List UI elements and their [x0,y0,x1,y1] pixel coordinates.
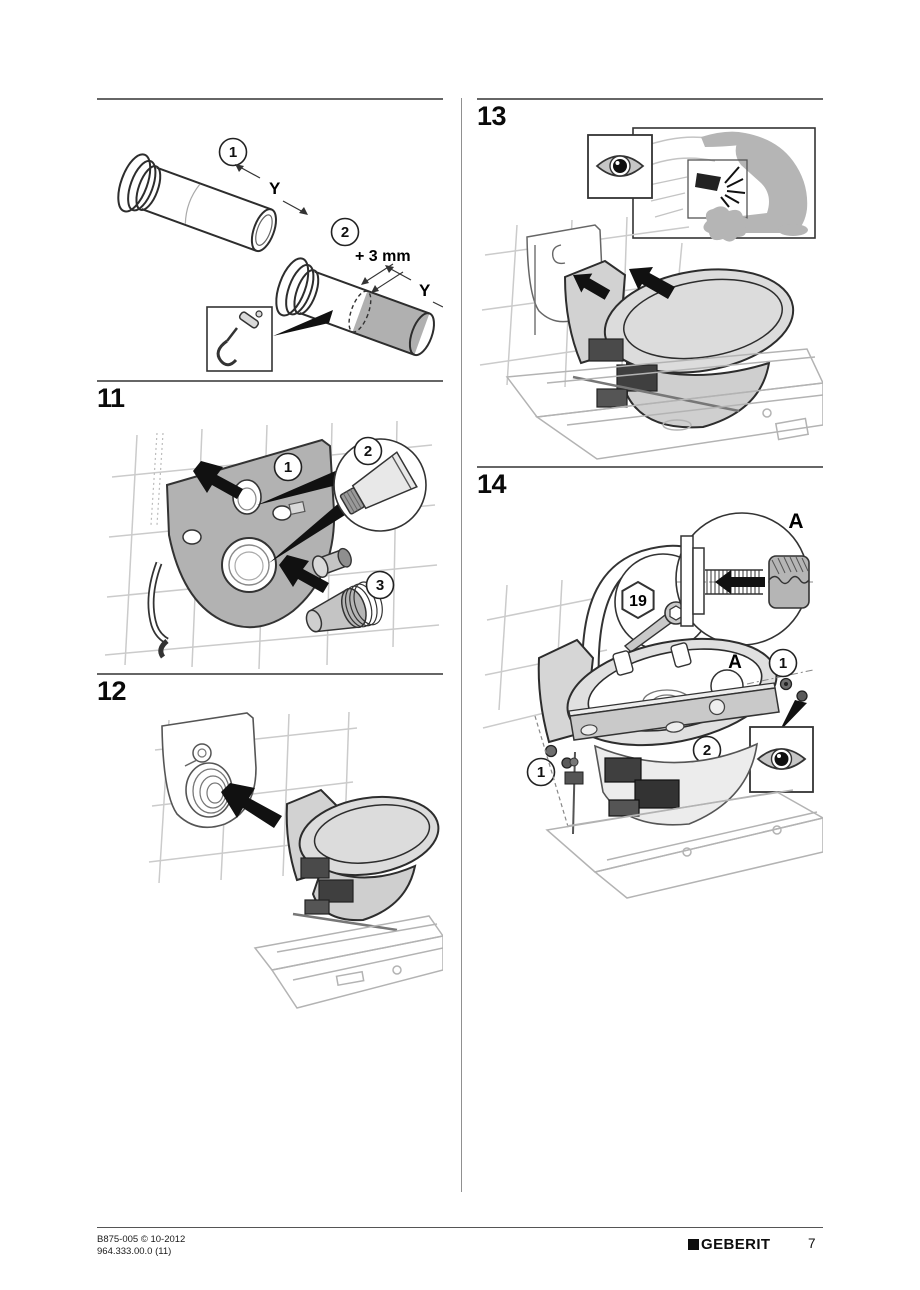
detail-ref-rim: A [728,652,742,673]
toilet [563,259,795,429]
eye-pointer [779,700,807,732]
callout-2: 2 [364,443,372,460]
callout-2: 2 [341,224,349,241]
divider-top-left [97,98,443,100]
callout-3: 3 [376,577,384,594]
person-arm [701,131,745,147]
screws-right [779,677,808,702]
hanger-hardware [534,715,584,835]
callout-1: 1 [229,144,237,161]
packaging-base [253,915,443,1009]
step11-illustration: 1 2 [104,420,440,670]
doc-number: 964.333.00.0 (11) [97,1246,172,1257]
callout-3-circle [365,570,395,600]
callout-1-right-circle [768,648,798,678]
geberit-logo: GEBERIT [688,1236,770,1253]
step14-illustration: 19 [482,510,823,899]
callout-1-right: 1 [779,655,787,672]
dim-y-bottom: Y [419,281,431,300]
footer-rule [97,1227,823,1228]
tighten-arrow [715,570,765,594]
push-arrow-right [629,267,675,299]
divider-step14 [477,466,823,468]
page-number: 7 [808,1236,816,1251]
pinch-warning-inset [632,127,816,242]
document-reference: B875-005 © 10-2012 964.333.00.0 (11) [97,1234,185,1258]
callout-1-circle [218,137,248,167]
spirit-level [568,682,780,741]
eye-attention-box [587,134,653,199]
toilet [285,788,440,932]
wall-plate-outline [161,712,257,829]
callout-2: 2 [703,742,711,759]
wrench-size: 19 [629,593,647,610]
rubber-grommet [305,581,383,633]
packaging-base [505,348,823,460]
small-insert [311,547,352,578]
callout-1-left: 1 [537,764,545,781]
nut [768,555,810,609]
wedge-to-big-hole [269,497,353,563]
step12-illustration [148,711,443,1009]
callout-1: 1 [284,459,292,476]
step-14-heading: 14 [477,469,507,499]
grease-tube-magnifier: 2 [333,436,427,532]
pinch-starburst [720,166,746,208]
person-silhouette [727,133,808,233]
geberit-logo-text: GEBERIT [701,1236,771,1253]
detail-circle-a [675,512,815,646]
extra-length-label: + 3 mm [355,248,411,265]
pipe-1 [117,153,277,253]
arrow-to-wall [221,783,282,828]
pipe-2 [275,257,435,357]
splat-shape [703,206,749,242]
column-divider [461,98,462,1192]
dim-y-top: Y [269,179,281,198]
step-11-heading: 11 [97,383,125,413]
arrow-grommet [279,555,329,593]
step-13-heading: 13 [477,101,507,131]
mechanism-dark [695,173,721,191]
water-supply-pipe [147,561,169,659]
wedge-to-top-hole [257,469,345,505]
push-arrow-left [573,273,611,300]
callout-2-circle [330,217,360,247]
divider-top-right [477,98,823,100]
eye-attention-box [749,726,814,793]
eye-icon [756,748,807,770]
step-12-heading: 12 [97,676,127,706]
divider-step11 [97,380,443,382]
divider-step12 [97,673,443,675]
doc-code: B875-005 © 10-2012 [97,1234,186,1245]
deburring-tool-inset [206,306,273,372]
callout-1-left-circle [526,757,556,787]
step13-illustration [479,127,823,460]
toilet-underside [593,742,758,826]
arrow-up-left [193,461,243,499]
geberit-logo-mark [688,1239,699,1250]
eye-icon [595,155,645,177]
wrench-size-badge [621,580,655,620]
inset-pointer [273,310,333,336]
step10-illustration: 1 Y 2 + 3 mm Y [117,137,443,372]
callout-1-circle [273,452,303,482]
packaging-base [545,789,823,899]
detail-ref-top: A [788,510,803,533]
